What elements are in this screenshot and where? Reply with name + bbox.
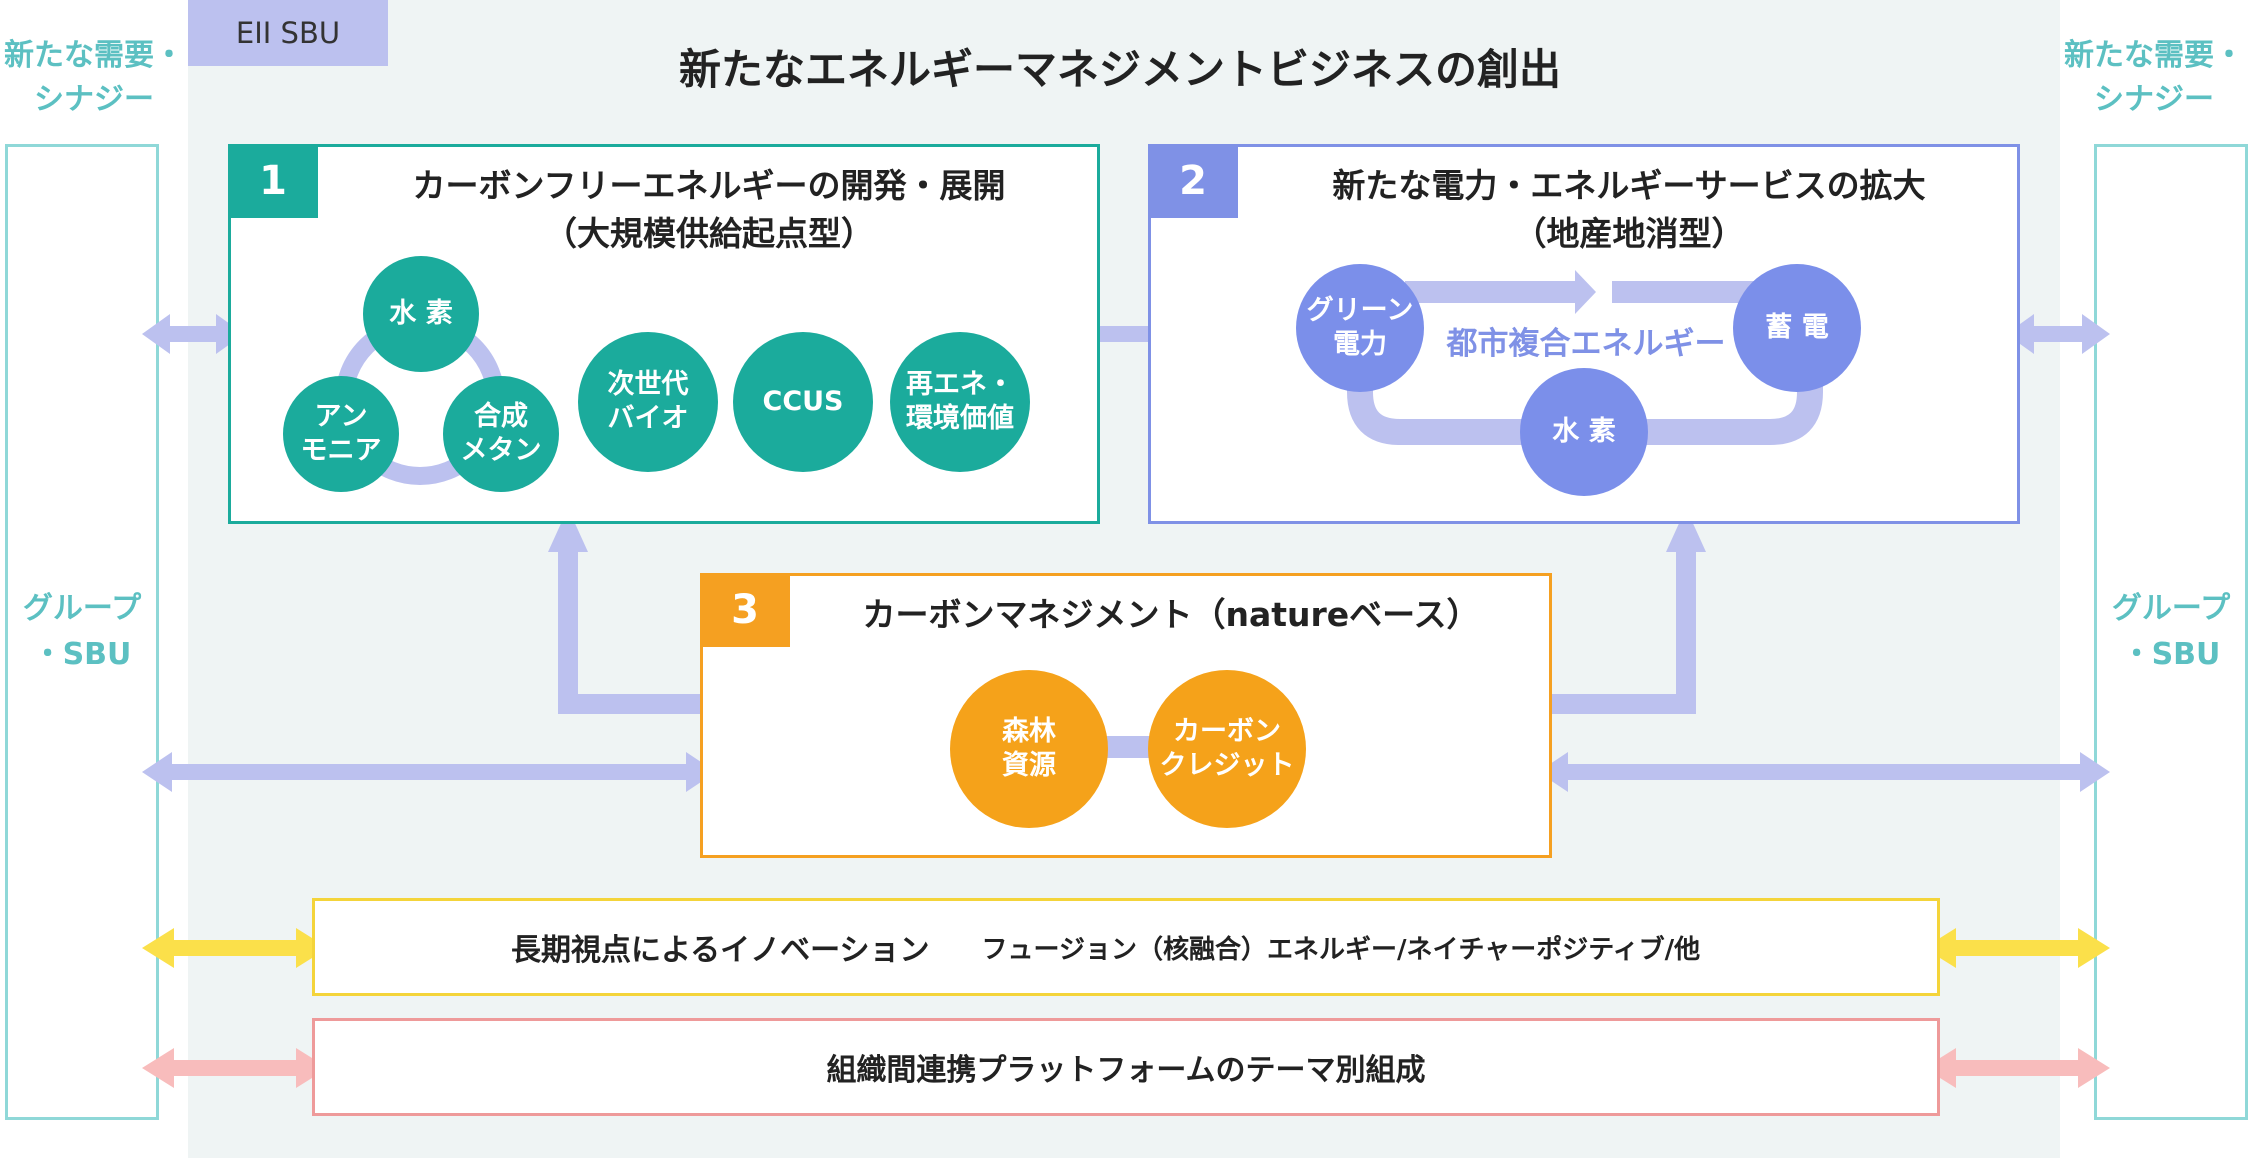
box2-number-badge: 2 xyxy=(1148,144,1238,218)
box2-title: 新たな電力・エネルギーサービスの拡大 （地産地消型） xyxy=(1332,166,1926,253)
box2-flow-bar-left xyxy=(1405,281,1575,303)
box3-title: カーボンマネジメント（natureベース） xyxy=(862,595,1480,634)
right-synergy-label: 新たな需要・ シナジー xyxy=(2064,38,2244,117)
left-to-box3-double-arrow xyxy=(142,752,716,792)
box3-to-box1-arrowhead xyxy=(548,508,588,552)
right-group-label: グループ ・SBU xyxy=(2111,591,2231,672)
box3-to-box1-connector xyxy=(558,552,702,714)
box1-number-badge: 1 xyxy=(228,144,318,218)
box-carbon-management xyxy=(700,573,1552,858)
urban-energy-label: 都市複合エネルギー xyxy=(1446,326,1726,362)
circle-hydrogen-local: 水 素 xyxy=(1520,368,1648,496)
platform-right-double-arrow xyxy=(1924,1048,2110,1088)
box3-to-right-double-arrow xyxy=(1538,752,2110,792)
innovation-band: 長期視点によるイノベーション フュージョン（核融合）エネルギー/ネイチャーポジテ… xyxy=(312,898,1940,996)
circle-green-power: グリーン 電力 xyxy=(1296,264,1424,392)
circle-ccus: CCUS xyxy=(733,332,873,472)
page-title: 新たなエネルギーマネジメントビジネスの創出 xyxy=(678,44,1561,94)
circle-next-gen-bio: 次世代 バイオ xyxy=(578,332,718,472)
circle-forest-resources: 森林 資源 xyxy=(950,670,1108,828)
circle-synthetic-methane: 合成 メタン xyxy=(443,376,559,492)
platform-left-double-arrow xyxy=(142,1048,328,1088)
innovation-right-double-arrow xyxy=(1924,928,2110,968)
box3-to-box2-arrowhead xyxy=(1666,508,1706,552)
circle-carbon-credit: カーボン クレジット xyxy=(1148,670,1306,828)
box3-number-badge: 3 xyxy=(700,573,790,647)
platform-band: 組織間連携プラットフォームのテーマ別組成 xyxy=(312,1018,1940,1116)
left-synergy-label: 新たな需要・ シナジー xyxy=(4,38,184,117)
box3-to-box2-connector xyxy=(1550,552,1696,714)
box2-flow-bar-right xyxy=(1612,281,1760,303)
circle-storage: 蓄 電 xyxy=(1733,264,1861,392)
box2-flow-arrowhead xyxy=(1575,270,1596,314)
eii-sbu-tag: EII SBU xyxy=(188,0,388,66)
circle-renewable-value: 再エネ・ 環境価値 xyxy=(890,332,1030,472)
box1-title: カーボンフリーエネルギーの開発・展開 （大規模供給起点型） xyxy=(412,166,1006,253)
platform-title: 組織間連携プラットフォームのテーマ別組成 xyxy=(826,1053,1426,1088)
right-group-column xyxy=(2094,144,2248,1120)
left-group-column xyxy=(5,144,159,1120)
left-to-box1-double-arrow xyxy=(142,314,244,354)
box2-to-right-double-arrow xyxy=(2006,314,2110,354)
innovation-title: 長期視点によるイノベーション xyxy=(511,933,930,968)
innovation-subtitle: フュージョン（核融合）エネルギー/ネイチャーポジティブ/他 xyxy=(981,934,1701,965)
innovation-left-double-arrow xyxy=(142,928,328,968)
circle-ammonia: アン モニア xyxy=(283,376,399,492)
left-group-label: グループ ・SBU xyxy=(22,591,142,672)
circle-hydrogen: 水 素 xyxy=(363,256,479,372)
